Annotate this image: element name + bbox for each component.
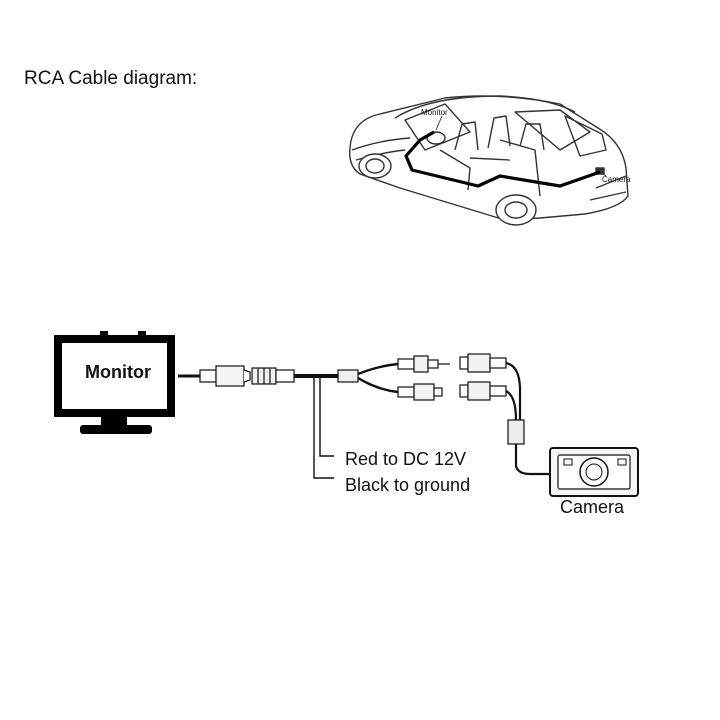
car-illustration	[349, 95, 629, 226]
black-wire-label: Black to ground	[345, 475, 471, 495]
red-wire-label: Red to DC 12V	[345, 449, 467, 469]
diagram-title: RCA Cable diagram:	[24, 68, 198, 89]
car-monitor-label: Monitor	[421, 108, 448, 117]
monitor-label: Monitor	[85, 362, 151, 382]
car-camera-label: Camera	[602, 175, 631, 184]
camera-cable	[459, 353, 550, 476]
camera-icon	[549, 447, 639, 497]
camera-label: Camera	[560, 497, 625, 517]
monitor-icon	[54, 331, 175, 434]
rca-cable-harness	[178, 355, 450, 479]
